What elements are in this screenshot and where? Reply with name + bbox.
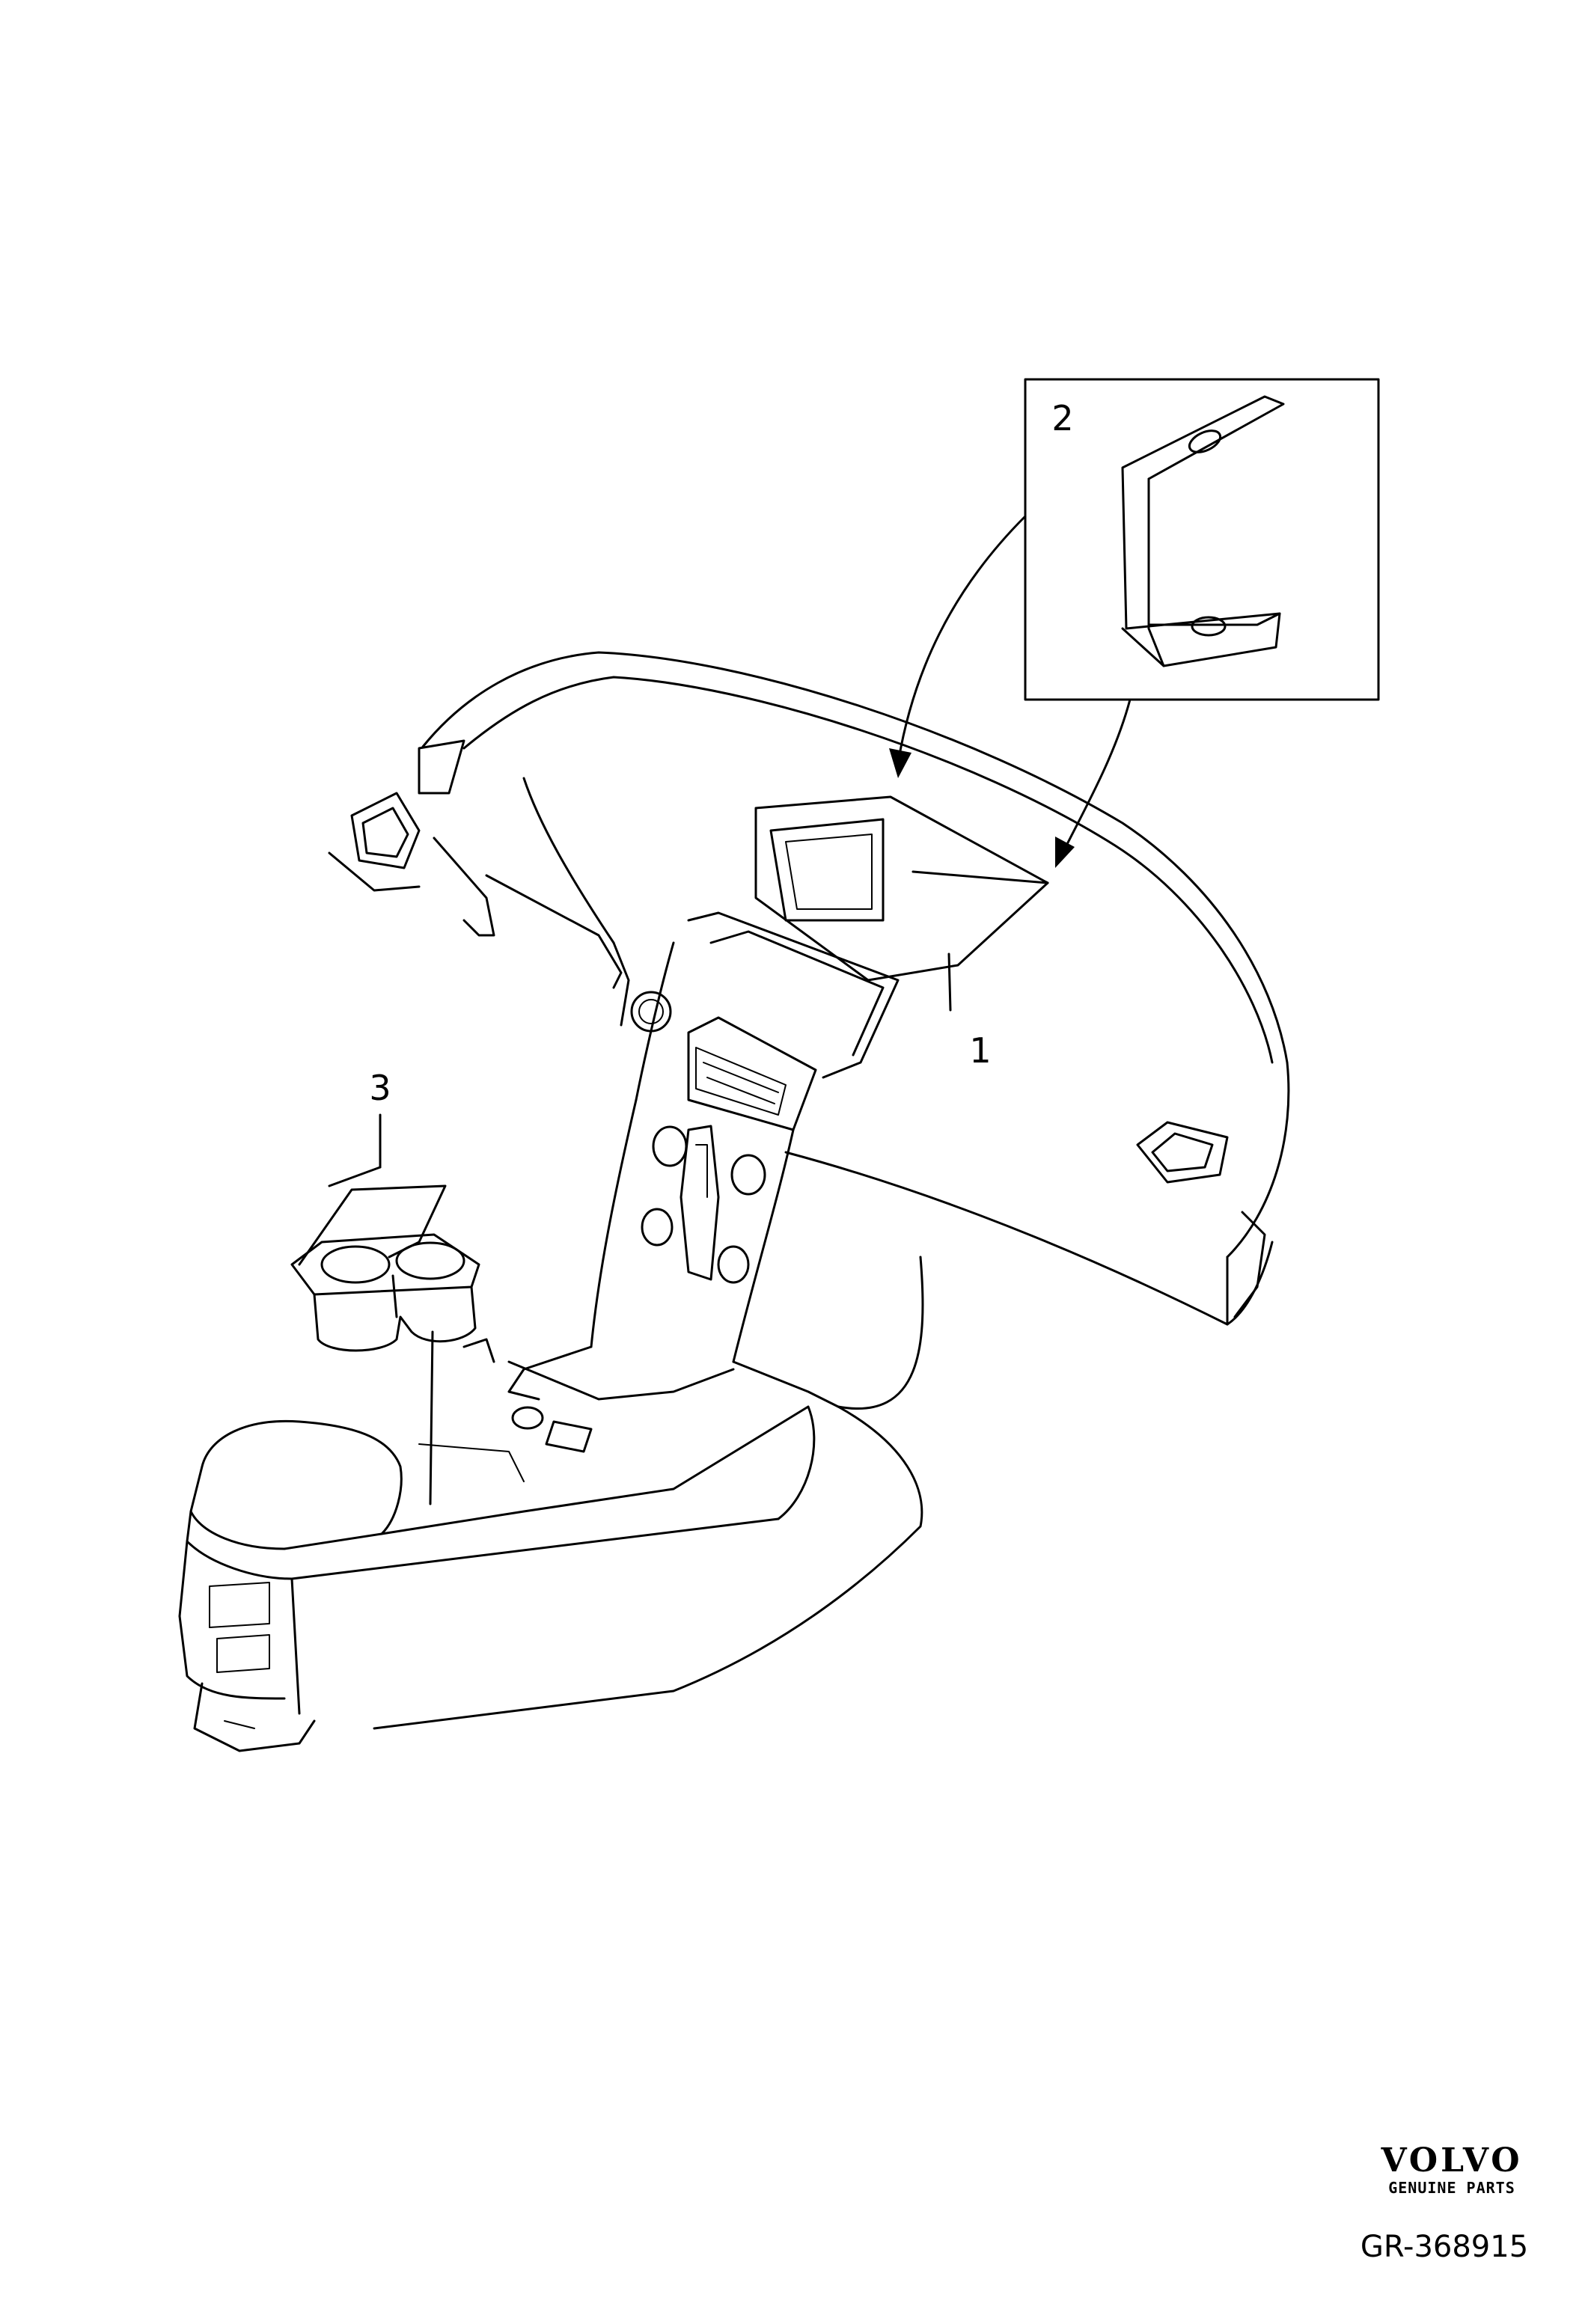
- part-1-storage-box: [754, 795, 1049, 1012]
- brand-logo: VOLVO: [1381, 2141, 1523, 2180]
- center-console: [178, 1256, 924, 1752]
- callout-1: 1: [969, 1030, 991, 1071]
- diagram-reference-code: GR-368915: [1360, 2230, 1529, 2264]
- part-2-bracket-detail: [889, 378, 1380, 868]
- brand-tagline: GENUINE PARTS: [1388, 2179, 1515, 2197]
- callout-3: 3: [369, 1068, 391, 1108]
- callout-2: 2: [1051, 398, 1073, 438]
- dashboard: [328, 651, 1290, 1363]
- part-3-cup-holder: [290, 1113, 480, 1505]
